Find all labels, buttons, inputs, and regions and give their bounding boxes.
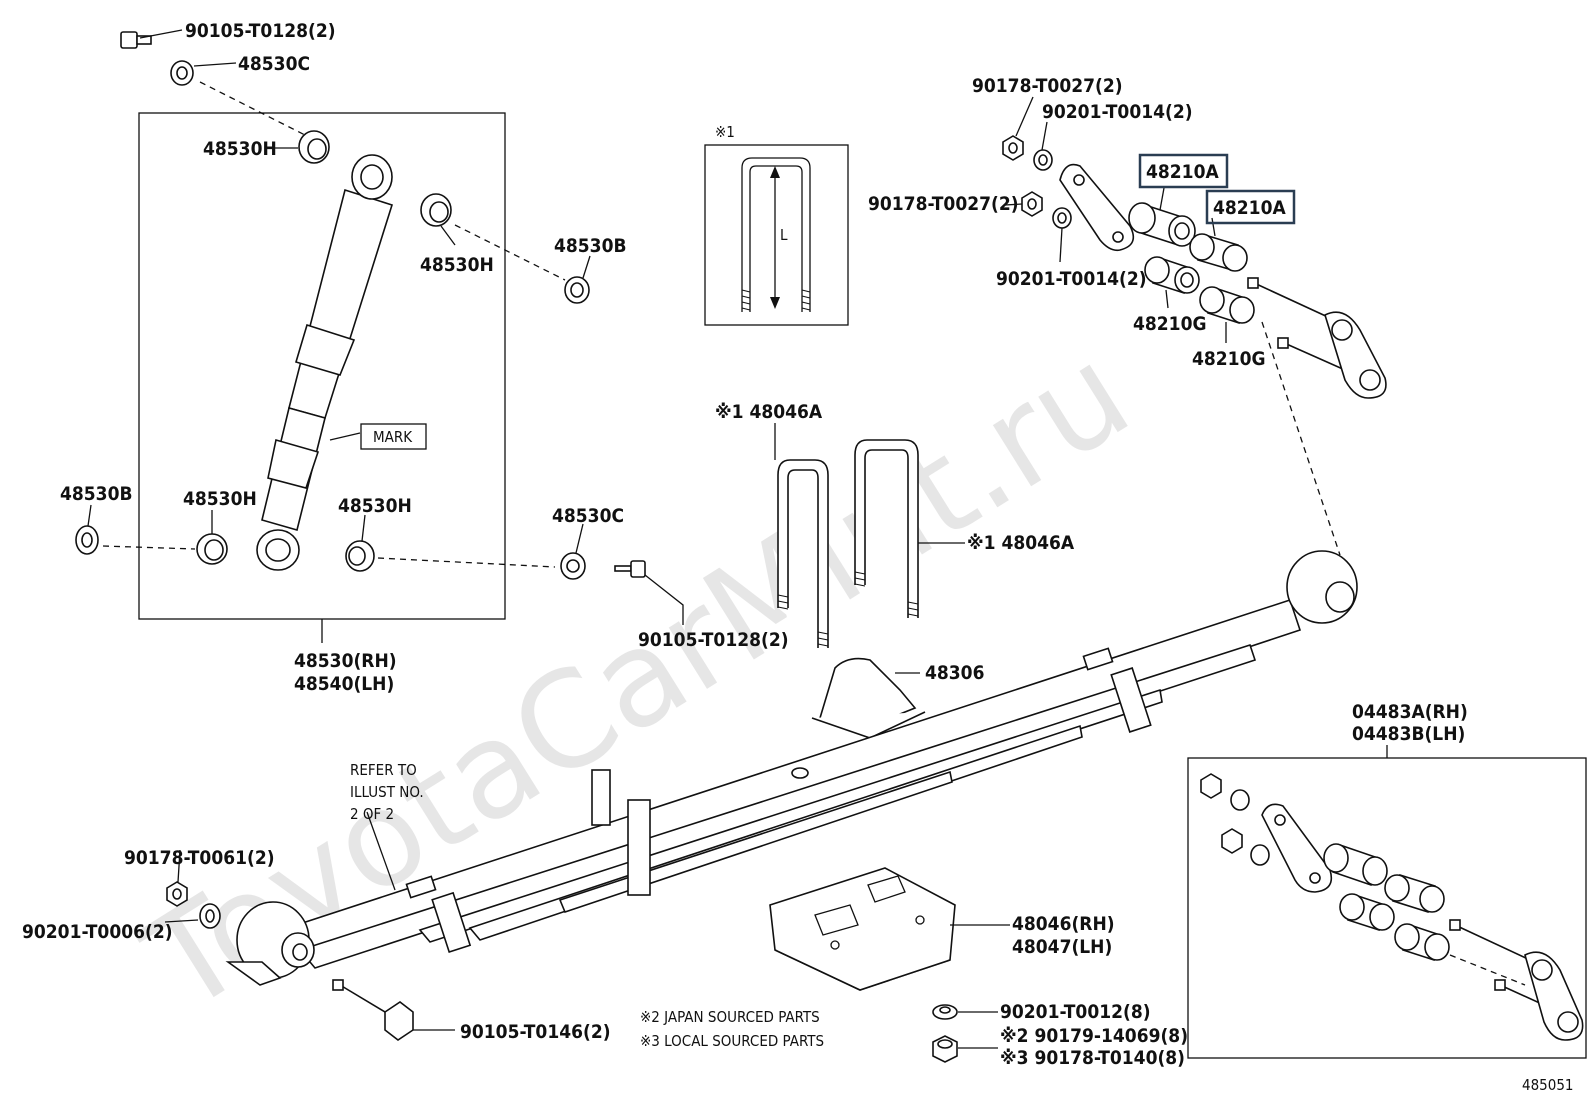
label-bushing-h-low2: 48530H bbox=[338, 495, 412, 517]
nut-a2-icon bbox=[1021, 191, 1043, 217]
figure-code: 485051 bbox=[1522, 1076, 1574, 1094]
label-washer-a2: 90201-T0014(2) bbox=[996, 268, 1147, 290]
label-kit-rh: 04483A(RH) bbox=[1352, 701, 1468, 723]
label-dim-l: L bbox=[780, 226, 788, 244]
shackle-kit-group bbox=[1187, 745, 1587, 1059]
label-refer-2: ILLUST NO. bbox=[350, 783, 424, 801]
label-bushing-h-mid: 48530H bbox=[420, 254, 494, 276]
label-bolt-b: 90105-T0146(2) bbox=[460, 1021, 611, 1043]
label-bushing-h-low1: 48530H bbox=[183, 488, 257, 510]
label-seat-lh: 48047(LH) bbox=[1012, 936, 1112, 958]
shackle-bolt-plate-icon bbox=[1247, 277, 1387, 399]
shock-absorber-group bbox=[75, 29, 684, 643]
nut-b-icon bbox=[166, 881, 188, 907]
label-washer-c: 90201-T0012(8) bbox=[1000, 1001, 1151, 1023]
label-washer-a1: 90201-T0014(2) bbox=[1042, 101, 1193, 123]
label-washer-top: 48530C bbox=[238, 53, 310, 75]
label-bolt-top: 90105-T0128(2) bbox=[185, 20, 336, 42]
bushing-h-low1-icon bbox=[196, 533, 228, 565]
label-washer-c-mid: 48530C bbox=[552, 505, 624, 527]
label-kit-lh: 04483B(LH) bbox=[1352, 723, 1465, 745]
label-refer-1: REFER TO bbox=[350, 761, 417, 779]
label-mark: MARK bbox=[373, 428, 413, 446]
label-note3: ※3 LOCAL SOURCED PARTS bbox=[640, 1032, 824, 1050]
label-refer-3: 2 OF 2 bbox=[350, 805, 394, 823]
shock-absorber bbox=[256, 154, 394, 571]
washer-b-icon bbox=[199, 903, 221, 929]
nut-c-icon bbox=[932, 1035, 958, 1063]
highlight-bush-a2 bbox=[1205, 189, 1296, 225]
label-nut-c2: ※2 90179-14069(8) bbox=[1000, 1025, 1188, 1047]
shackle-plate-icon bbox=[1059, 163, 1135, 252]
label-retainer-b-left: 48530B bbox=[60, 483, 133, 505]
highlight-bush-a1 bbox=[1138, 153, 1229, 189]
shackle-group bbox=[1002, 96, 1387, 556]
washer-a2-icon bbox=[1052, 207, 1072, 229]
bushing-h-mid-icon bbox=[420, 193, 452, 227]
label-bumper: 48306 bbox=[925, 662, 984, 684]
label-retainer-b-top: 48530B bbox=[554, 235, 627, 257]
spring-seat-icon bbox=[769, 867, 956, 991]
label-ubolt-2: ※1 48046A bbox=[967, 532, 1075, 554]
bolt-top-icon bbox=[120, 31, 152, 49]
label-bush-g1: 48210G bbox=[1133, 313, 1207, 335]
label-nut-c3: ※3 90178-T0140(8) bbox=[1000, 1047, 1185, 1069]
label-bush-g2: 48210G bbox=[1192, 348, 1266, 370]
label-note1-mark: ※1 bbox=[715, 123, 735, 141]
bush-a2-icon bbox=[1189, 233, 1248, 272]
washer-top-icon bbox=[170, 60, 194, 86]
labels: 90105-T0128(2) 48530C 48530H 48530H 4853… bbox=[22, 20, 1574, 1094]
bushing-h-low2-icon bbox=[345, 540, 375, 572]
u-bolt-2-icon bbox=[854, 439, 919, 618]
washer-a1-icon bbox=[1033, 149, 1053, 171]
bolt-b-icon bbox=[332, 979, 414, 1041]
leaf-spring bbox=[225, 550, 1358, 986]
bolt-mid-icon bbox=[614, 560, 646, 578]
washer-c-mid-icon bbox=[560, 552, 586, 580]
mark-box bbox=[360, 423, 427, 450]
label-washer-b: 90201-T0006(2) bbox=[22, 921, 173, 943]
label-seat-rh: 48046(RH) bbox=[1012, 913, 1115, 935]
retainer-b-left-icon bbox=[75, 525, 99, 555]
label-shock-rh: 48530(RH) bbox=[294, 650, 397, 672]
label-nut-b: 90178-T0061(2) bbox=[124, 847, 275, 869]
label-bolt-mid: 90105-T0128(2) bbox=[638, 629, 789, 651]
label-nut-a1: 90178-T0027(2) bbox=[972, 75, 1123, 97]
label-bush-a1: 48210A bbox=[1146, 161, 1219, 183]
bush-g1-icon bbox=[1144, 256, 1200, 295]
washer-c-icon bbox=[932, 1004, 958, 1020]
bush-g2-icon bbox=[1199, 286, 1255, 325]
label-note2: ※2 JAPAN SOURCED PARTS bbox=[640, 1008, 820, 1026]
nut-a1-icon bbox=[1002, 135, 1024, 161]
u-bolt-1-icon bbox=[777, 459, 829, 648]
label-ubolt-1: ※1 48046A bbox=[715, 401, 823, 423]
label-nut-a2: 90178-T0027(2) bbox=[868, 193, 1019, 215]
label-bush-a2: 48210A bbox=[1213, 197, 1286, 219]
bushing-h-top-icon bbox=[298, 130, 330, 164]
bush-a1-icon bbox=[1128, 202, 1196, 247]
label-bushing-h-top: 48530H bbox=[203, 138, 277, 160]
u-bolt-dimension-box bbox=[704, 144, 849, 326]
label-shock-lh: 48540(LH) bbox=[294, 673, 394, 695]
retainer-b-top-icon bbox=[564, 276, 590, 304]
